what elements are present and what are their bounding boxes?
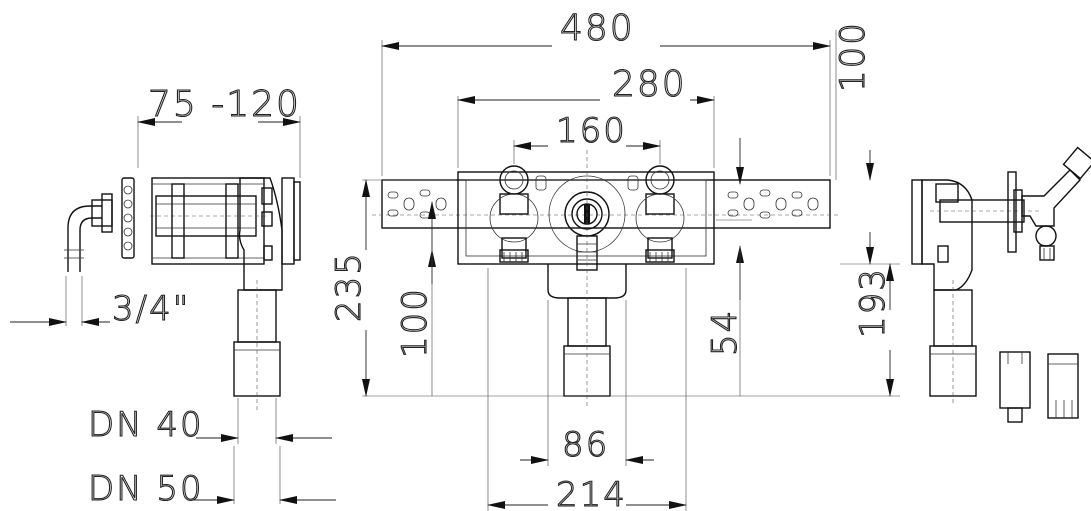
dim-connection-height: 54 — [705, 309, 745, 356]
dim-outlet-spacing: 86 — [562, 425, 609, 465]
dim-thread: 3/4" — [112, 289, 190, 329]
dim-dn50: DN 50 — [88, 469, 204, 509]
dim-side-height: 193 — [853, 267, 893, 338]
dim-height-top: 100 — [833, 21, 873, 92]
dim-height-total: 235 — [329, 251, 369, 322]
dim-fixing-centers: 280 — [612, 64, 687, 105]
front-dimensions: 480 280 160 235 100 54 100 193 — [328, 7, 900, 511]
dim-wall-depth: 75 -120 — [148, 84, 301, 125]
dim-overall-width: 480 — [560, 8, 635, 49]
dim-outlet-height: 100 — [395, 287, 435, 358]
front-view — [372, 150, 840, 408]
left-side-view — [64, 177, 301, 410]
dim-valve-centers: 160 — [556, 111, 627, 151]
dim-bottom-width: 214 — [556, 475, 627, 511]
right-side-view — [911, 146, 1091, 423]
dim-dn40: DN 40 — [88, 405, 204, 445]
left-dimensions: 75 -120 3/4" DN 40 DN 50 — [10, 83, 336, 510]
